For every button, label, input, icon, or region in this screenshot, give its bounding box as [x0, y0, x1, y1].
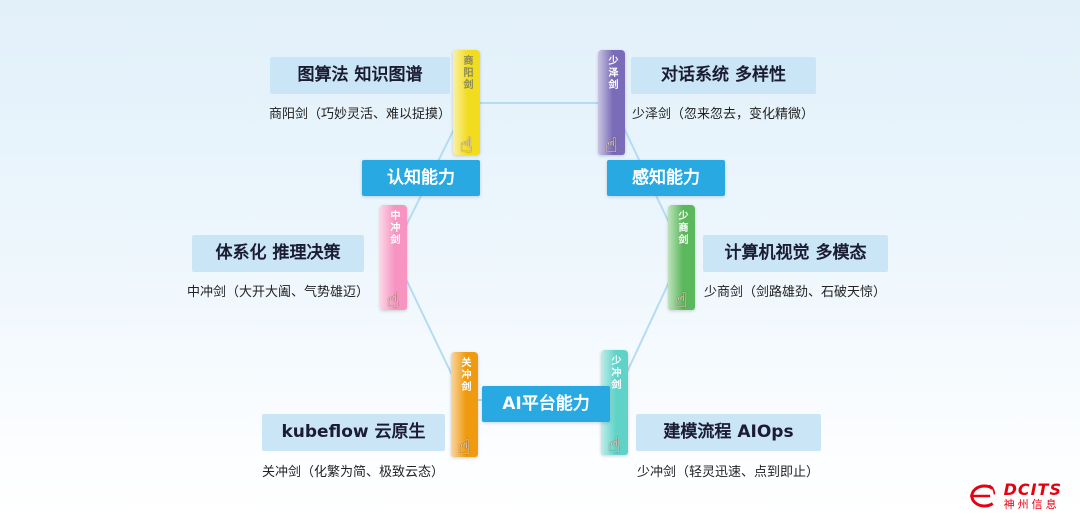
dcits-logo: DCITS 神州信息 — [964, 481, 1062, 511]
pointing-hand-icon: ☝ — [457, 435, 471, 459]
desc-shaoze: 少泽剑（忽来忽去，变化精微） — [631, 107, 814, 122]
tech-box-reasoning: 体系化 推理决策 — [192, 235, 364, 272]
capability-cognitive-label: 认知能力 — [362, 160, 480, 196]
sword-shaoze: 少泽剑 ☝ — [598, 50, 625, 157]
sword-name-label: 少商剑 — [676, 210, 687, 246]
sword-name-label: 少冲剑 — [609, 355, 620, 391]
capability-perception-label: 感知能力 — [607, 160, 725, 196]
sword-name-label: 中冲剑 — [388, 210, 399, 246]
desc-shangyang: 商阳剑（巧妙灵活、难以捉摸） — [268, 107, 451, 122]
tech-box-dialogue: 对话系统 多样性 — [631, 57, 816, 94]
desc-guanchong: 关冲剑（化繁为简、极致云态） — [261, 465, 444, 480]
sword-name-label: 关冲剑 — [459, 357, 470, 393]
logo-swirl-icon — [969, 484, 995, 508]
pointing-hand-icon: ☝ — [674, 288, 688, 312]
sword-guanchong: 关冲剑 ☝ — [451, 352, 478, 459]
sword-shaoshang: 少商剑 ☝ — [668, 205, 695, 312]
pointing-hand-icon: ☝ — [607, 433, 621, 457]
desc-zhongchong: 中冲剑（大开大阖、气势雄迈） — [186, 285, 369, 300]
desc-shaochong: 少冲剑（轻灵迅速、点到即止） — [636, 465, 819, 480]
sword-name-label: 商阳剑 — [461, 55, 472, 91]
pointing-hand-icon: ☝ — [604, 133, 618, 157]
tech-box-graph-kg: 图算法 知识图谱 — [270, 57, 450, 94]
capability-platform-label: AI平台能力 — [482, 386, 610, 422]
tech-box-modeling: 建模流程 AIOps — [636, 414, 821, 451]
desc-shaoshang: 少商剑（剑路雄劲、石破天惊） — [703, 285, 886, 300]
pointing-hand-icon: ☝ — [386, 288, 400, 312]
tech-box-cv: 计算机视觉 多模态 — [703, 235, 888, 272]
logo-brand: DCITS — [1003, 480, 1062, 500]
tech-box-kubeflow: kubeflow 云原生 — [262, 414, 445, 451]
sword-name-label: 少泽剑 — [606, 55, 617, 91]
logo-company: 神州信息 — [1003, 497, 1060, 511]
sword-zhongchong: 中冲剑 ☝ — [380, 205, 407, 312]
pointing-hand-icon: ☝ — [459, 133, 473, 157]
sword-shangyang: 商阳剑 ☝ — [453, 50, 480, 157]
